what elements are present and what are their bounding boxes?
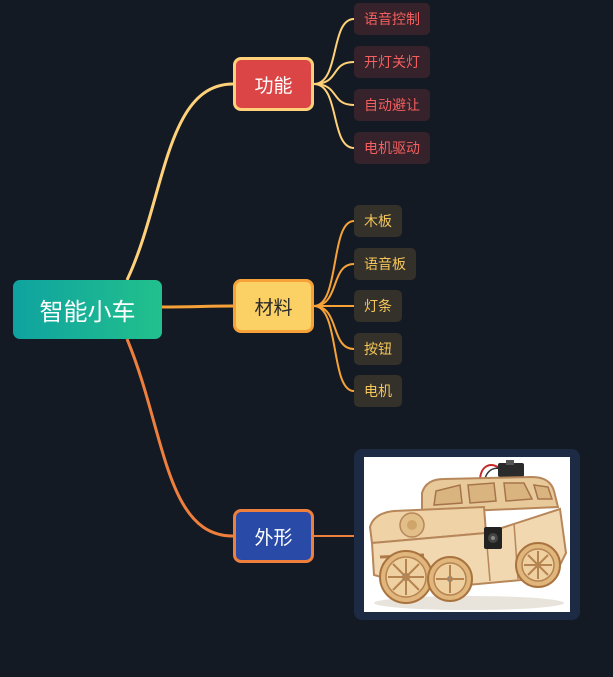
link-func-4 (313, 83, 355, 149)
branch-label-appearance: 外形 (254, 526, 293, 549)
branch-label-material: 材料 (254, 296, 293, 319)
appearance-image-card[interactable] (354, 449, 580, 620)
leaf-light-strip[interactable]: 灯条 (354, 290, 402, 322)
leaf-motor-drive[interactable]: 电机驱动 (354, 132, 430, 164)
root-node[interactable]: 智能小车 (13, 280, 162, 339)
leaf-motor[interactable]: 电机 (354, 375, 402, 407)
branch-node-material[interactable]: 材料 (233, 279, 314, 333)
leaf-label: 按钮 (364, 342, 392, 358)
branch-label-function: 功能 (254, 74, 293, 97)
link-root-look (125, 338, 234, 538)
leaf-label: 电机驱动 (364, 141, 420, 157)
link-mat-1 (313, 220, 355, 307)
root-label: 智能小车 (39, 298, 136, 326)
link-mat-2 (313, 263, 355, 307)
link-mat-5 (313, 305, 355, 392)
leaf-label: 电机 (364, 384, 392, 400)
leaf-label: 语音板 (364, 257, 406, 273)
link-func-3 (313, 83, 355, 106)
link-func-1 (313, 18, 355, 85)
leaf-light-toggle[interactable]: 开灯关灯 (354, 46, 430, 78)
link-root-func (125, 82, 234, 281)
link-func-2 (313, 61, 355, 85)
leaf-voice-control[interactable]: 语音控制 (354, 3, 430, 35)
leaf-label: 自动避让 (364, 98, 420, 114)
leaf-voice-board[interactable]: 语音板 (354, 248, 416, 280)
leaf-auto-avoid[interactable]: 自动避让 (354, 89, 430, 121)
branch-node-appearance[interactable]: 外形 (233, 509, 314, 563)
leaf-label: 木板 (364, 214, 392, 230)
leaf-button[interactable]: 按钮 (354, 333, 402, 365)
link-root-mat (161, 304, 234, 309)
leaf-wood-board[interactable]: 木板 (354, 205, 402, 237)
leaf-label: 开灯关灯 (364, 55, 420, 71)
leaf-label: 灯条 (364, 299, 392, 315)
branch-node-function[interactable]: 功能 (233, 57, 314, 111)
wooden-toy-car-image (364, 457, 570, 612)
leaf-label: 语音控制 (364, 12, 420, 28)
